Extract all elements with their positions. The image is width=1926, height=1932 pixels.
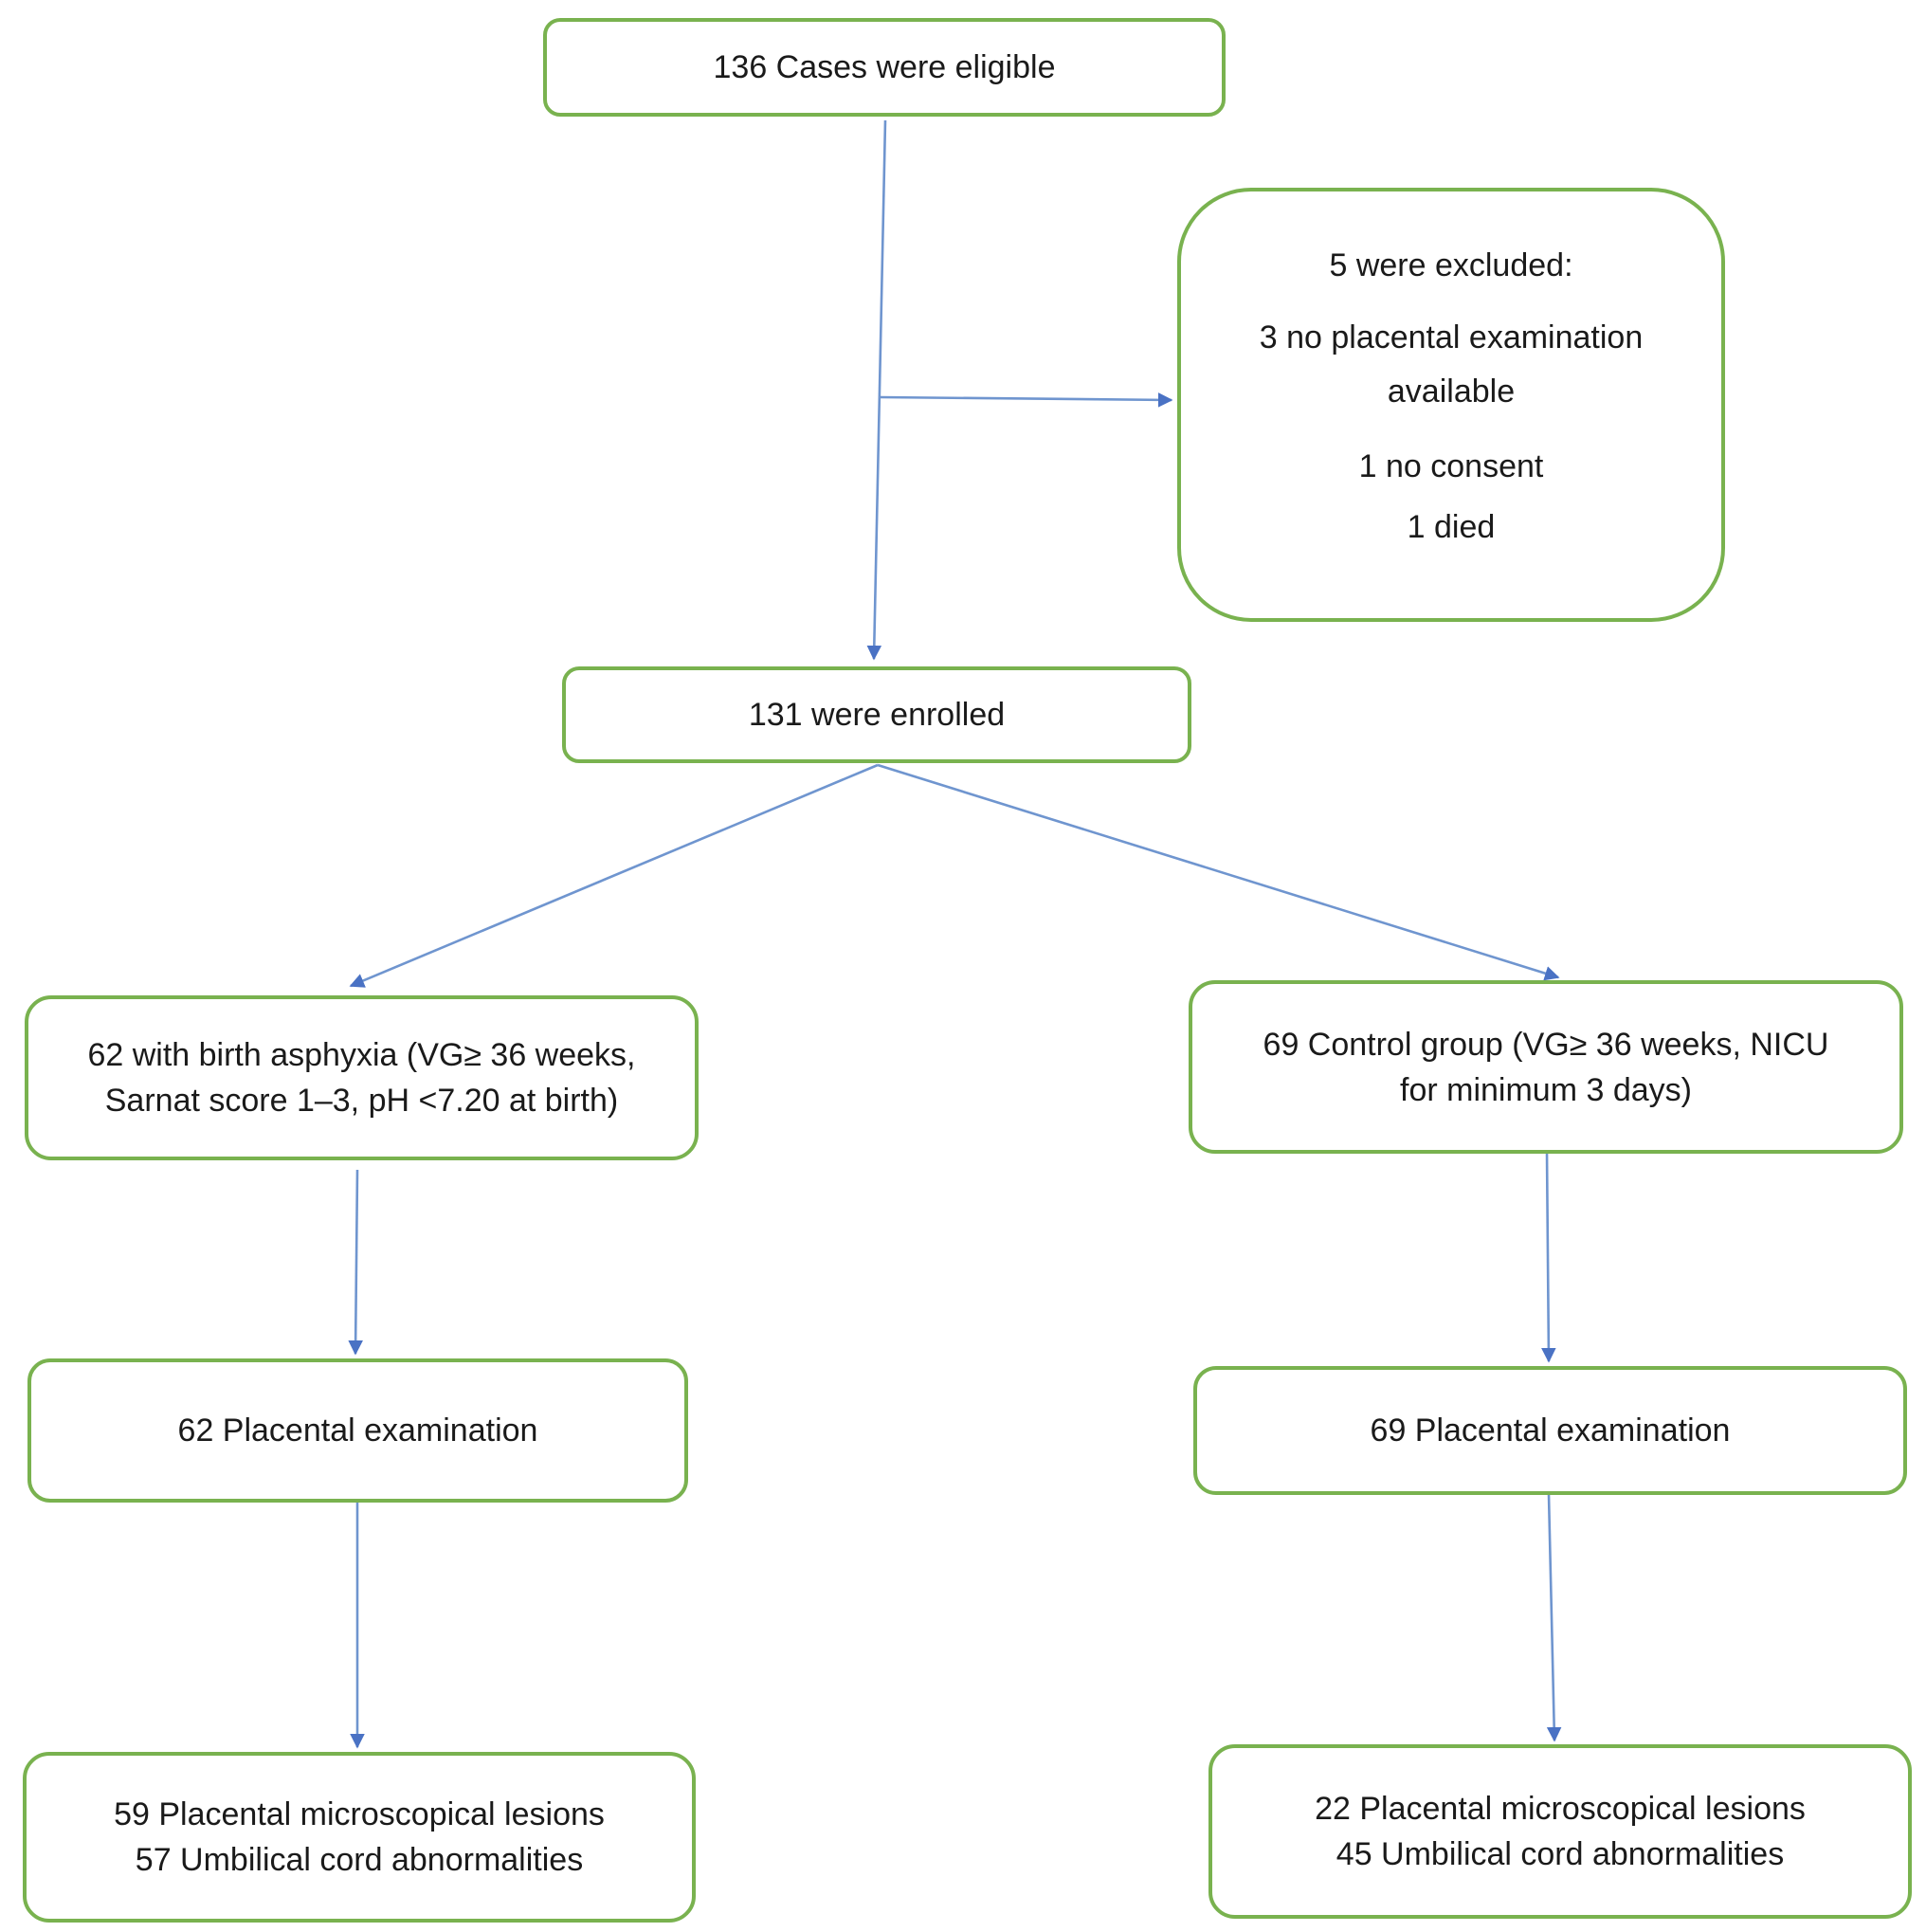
asphyxia-line1: 62 with birth asphyxia (VG≥ 36 weeks, xyxy=(87,1037,636,1073)
placental-exam-control-text: 69 Placental examination xyxy=(1370,1413,1731,1449)
arrow-to-excluded xyxy=(879,392,1173,408)
excluded-reason1-line1: 3 no placental examination xyxy=(1259,319,1644,355)
control-group-box: 69 Control group (VG≥ 36 weeks, NICU for… xyxy=(1189,980,1903,1154)
excluded-reason-no-placental: 3 no placental examination available xyxy=(1260,311,1644,419)
placental-exam-asphyxia-text: 62 Placental examination xyxy=(177,1413,538,1449)
control-line2: for minimum 3 days) xyxy=(1400,1071,1692,1108)
excluded-title: 5 were excluded: xyxy=(1329,247,1573,283)
enrolled-text: 131 were enrolled xyxy=(748,697,1006,733)
asphyxia-line2: Sarnat score 1–3, pH <7.20 at birth) xyxy=(104,1083,619,1119)
excluded-box: 5 were excluded: 3 no placental examinat… xyxy=(1177,188,1725,622)
excluded-reason-no-consent: 1 no consent xyxy=(1358,448,1544,484)
excluded-reason1-line2: available xyxy=(1387,374,1516,410)
arrow-eligible-to-enrolled xyxy=(866,119,887,661)
arrow-asphyxia-to-placental xyxy=(348,1169,363,1356)
placental-exam-control-box: 69 Placental examination xyxy=(1193,1366,1907,1495)
results-asphyxia-line1: 59 Placental microscopical lesions xyxy=(114,1796,605,1832)
enrolled-box: 131 were enrolled xyxy=(562,666,1191,763)
asphyxia-group-box: 62 with birth asphyxia (VG≥ 36 weeks, Sa… xyxy=(25,995,699,1160)
results-control-line2: 45 Umbilical cord abnormalities xyxy=(1335,1836,1785,1872)
results-control-line1: 22 Placental microscopical lesions xyxy=(1315,1791,1806,1827)
placental-exam-asphyxia-box: 62 Placental examination xyxy=(27,1358,688,1503)
results-asphyxia-line2: 57 Umbilical cord abnormalities xyxy=(135,1842,584,1878)
eligible-text: 136 Cases were eligible xyxy=(713,49,1056,85)
results-asphyxia-box: 59 Placental microscopical lesions 57 Um… xyxy=(23,1752,696,1923)
results-control-box: 22 Placental microscopical lesions 45 Um… xyxy=(1208,1744,1912,1919)
arrow-enrolled-to-asphyxia xyxy=(349,763,879,988)
arrow-placental-to-result-right xyxy=(1546,1493,1562,1742)
arrow-control-to-placental xyxy=(1541,1149,1556,1363)
control-line1: 69 Control group (VG≥ 36 weeks, NICU xyxy=(1263,1026,1829,1063)
excluded-reason-died: 1 died xyxy=(1407,509,1496,545)
arrow-enrolled-to-control xyxy=(877,763,1560,981)
eligible-box: 136 Cases were eligible xyxy=(543,18,1226,117)
